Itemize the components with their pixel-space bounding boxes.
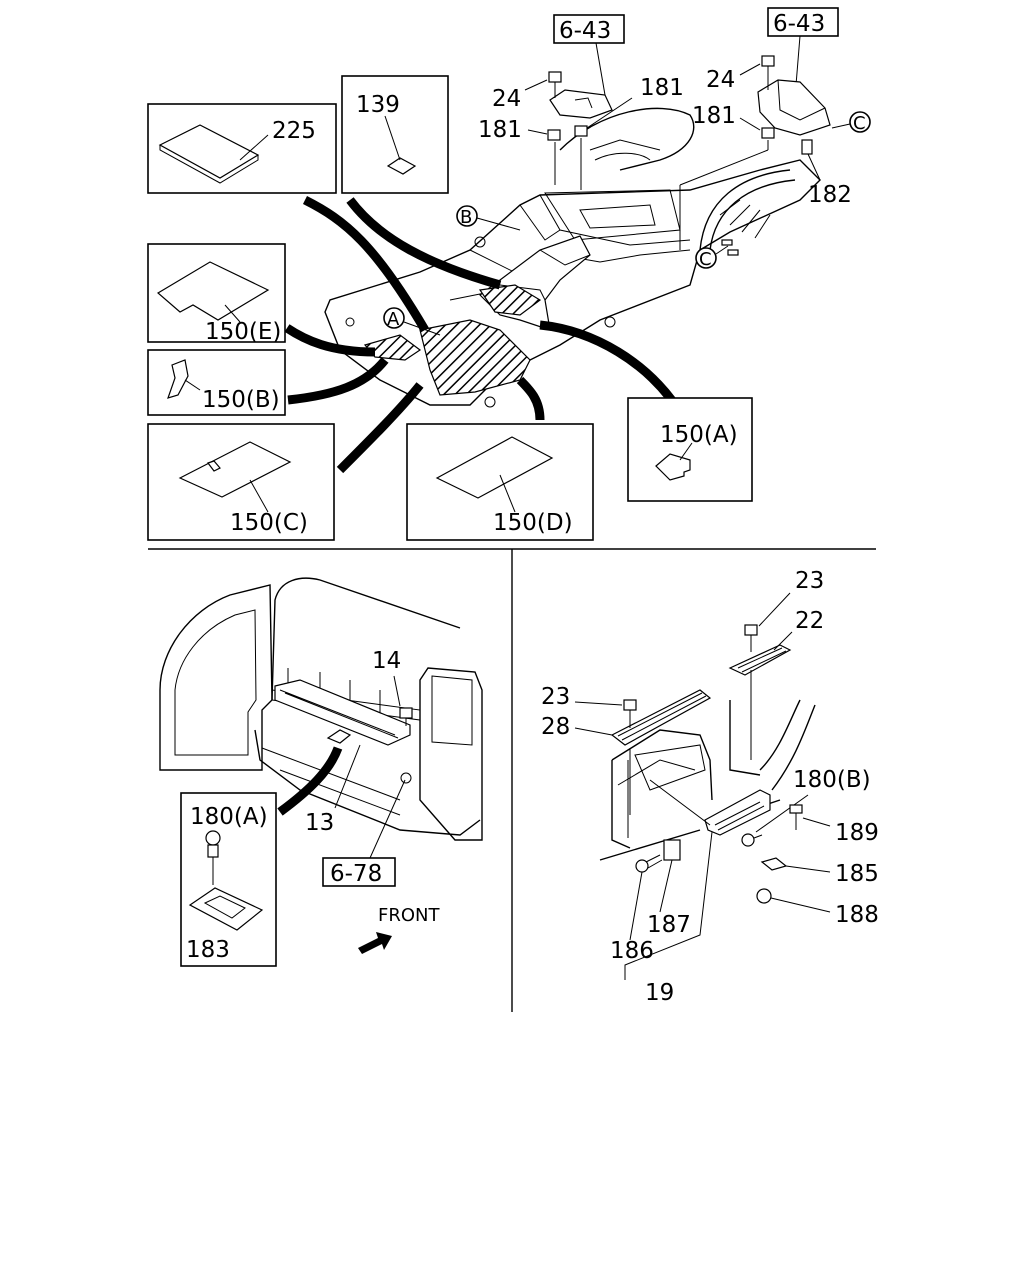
label-24-a: 24 <box>492 86 521 112</box>
label-182: 182 <box>808 182 852 208</box>
marker-B: B <box>456 205 521 231</box>
box-225: 225 <box>147 103 337 194</box>
label-225: 225 <box>272 118 316 144</box>
label-181-b: 181 <box>640 75 684 101</box>
leader-180A <box>277 746 343 816</box>
label-180B: 180(B) <box>793 767 871 793</box>
ref-6-43-right: 6-43 <box>773 11 825 37</box>
label-150A: 150(A) <box>660 422 738 448</box>
label-14: 14 <box>372 648 401 674</box>
label-150E: 150(E) <box>205 319 281 345</box>
bracket-group-right: 6-43 24 181 182 <box>679 7 852 250</box>
marker-C-top: C <box>831 111 871 134</box>
svg-text:C: C <box>853 113 866 134</box>
box-139: 139 <box>341 75 449 194</box>
label-189: 189 <box>835 820 879 846</box>
svg-text:C: C <box>699 249 712 270</box>
marker-A: A <box>383 307 441 336</box>
front-arrow: FRONT <box>358 905 440 954</box>
label-185: 185 <box>835 861 879 887</box>
label-22: 22 <box>795 608 824 634</box>
front-label: FRONT <box>378 905 440 926</box>
box-150A: 150(A) <box>627 397 753 502</box>
label-24-b: 24 <box>706 67 735 93</box>
marker-C-floor: C <box>695 239 739 270</box>
box-180A-183: 180(A) 183 <box>180 792 277 967</box>
label-181-a: 181 <box>478 117 522 143</box>
label-19: 19 <box>645 980 674 1006</box>
label-150B: 150(B) <box>202 387 280 413</box>
box-150B: 150(B) <box>147 349 286 416</box>
bracket-group-left: 6-43 24 181 181 <box>478 14 684 190</box>
label-150D: 150(D) <box>493 510 573 536</box>
rear-van-view: 14 13 6-78 <box>159 577 483 887</box>
label-188: 188 <box>835 902 879 928</box>
ref-6-78: 6-78 <box>330 861 382 887</box>
label-139: 139 <box>356 92 400 118</box>
label-183: 183 <box>186 937 230 963</box>
box-150E: 150(E) <box>147 243 286 345</box>
svg-text:A: A <box>387 309 400 330</box>
svg-text:B: B <box>460 207 472 228</box>
label-13: 13 <box>305 810 334 836</box>
label-150C: 150(C) <box>230 510 308 536</box>
label-187: 187 <box>647 912 691 938</box>
side-door-view: 23 22 23 28 180(B) 189 185 188 <box>541 568 879 1006</box>
label-28: 28 <box>541 714 570 740</box>
box-150D: 150(D) <box>406 423 594 541</box>
label-180A: 180(A) <box>190 804 268 830</box>
ref-6-43-left: 6-43 <box>559 18 611 44</box>
label-23-a: 23 <box>795 568 824 594</box>
floor-assembly <box>324 107 821 408</box>
box-150C: 150(C) <box>147 423 335 541</box>
label-23-b: 23 <box>541 684 570 710</box>
label-181-c: 181 <box>692 103 736 129</box>
label-186: 186 <box>610 938 654 964</box>
